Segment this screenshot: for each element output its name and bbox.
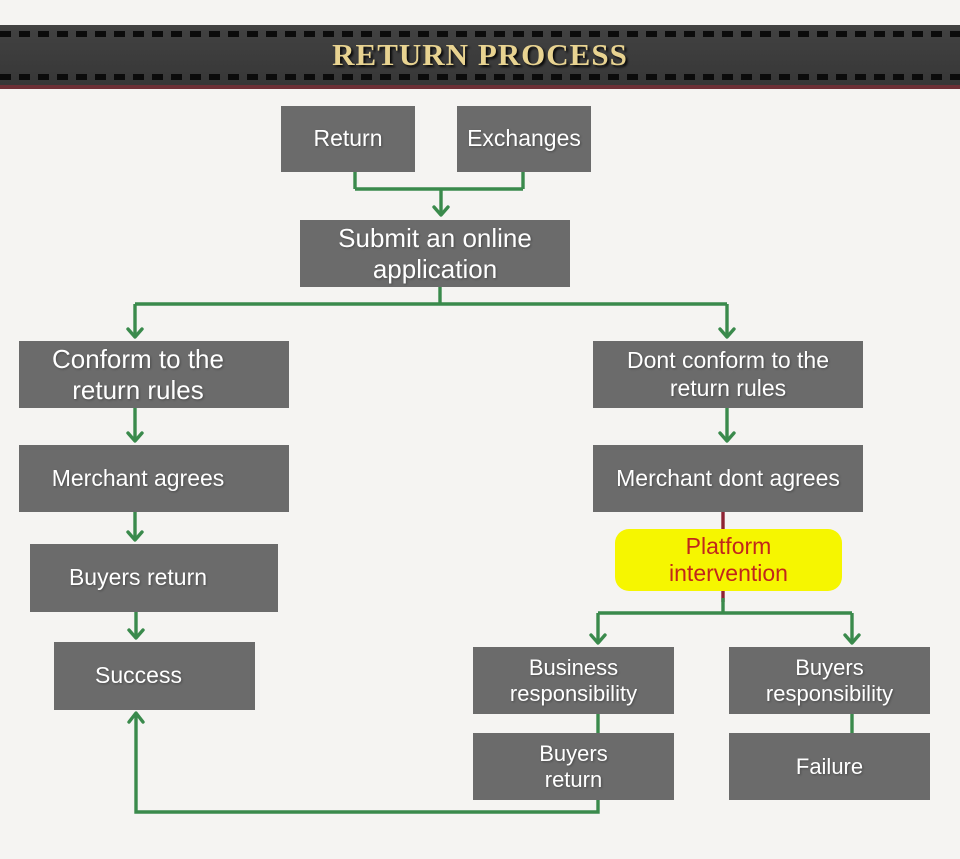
node-platform-intervention: Platform intervention [615, 529, 842, 591]
node-submit-application: Submit an online application [300, 220, 570, 287]
node-conform-rules: Conform to the return rules [19, 341, 289, 408]
film-perforation-top-icon [0, 31, 960, 37]
banner-red-strip [0, 85, 960, 89]
node-buyers-responsibility: Buyers responsibility [729, 647, 930, 714]
arrowhead-down-icon [127, 628, 145, 640]
node-buyers-return-right: Buyers return [473, 733, 674, 800]
node-exchanges: Exchanges [457, 106, 591, 172]
edge-return-exchanges-merge [353, 172, 525, 215]
node-business-responsibility: Business responsibility [473, 647, 674, 714]
node-success: Success [54, 642, 255, 710]
node-failure: Failure [729, 733, 930, 800]
arrowhead-down-icon [126, 431, 144, 443]
arrowhead-down-icon [126, 327, 144, 339]
node-return: Return [281, 106, 415, 172]
arrowhead-down-icon [589, 633, 607, 645]
film-perforation-bottom-icon [0, 74, 960, 80]
node-merchant-dont-agrees: Merchant dont agrees [593, 445, 863, 512]
page-title: RETURN PROCESS [332, 37, 628, 72]
arrowhead-down-icon [843, 633, 861, 645]
node-merchant-agrees: Merchant agrees [19, 445, 289, 512]
header-banner: RETURN PROCESS [0, 25, 960, 85]
node-buyers-return-left: Buyers return [30, 544, 278, 612]
edge-submit-branch [133, 287, 729, 337]
arrowhead-down-icon [432, 205, 450, 217]
arrowhead-down-icon [718, 327, 736, 339]
node-dont-conform-rules: Dont conform to the return rules [593, 341, 863, 408]
arrowhead-up-icon [127, 711, 145, 724]
edge-platform-branch [596, 598, 854, 643]
arrowhead-down-icon [718, 431, 736, 443]
arrowhead-down-icon [126, 530, 144, 542]
